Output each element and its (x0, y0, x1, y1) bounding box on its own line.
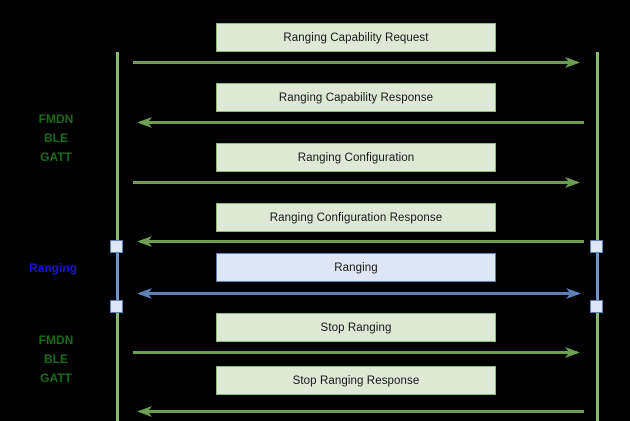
message-label: Ranging Capability Response (278, 91, 434, 104)
message-box-ranging-capability-request: Ranging Capability Request (216, 23, 496, 52)
message-arrow-stop-ranging-response (134, 405, 584, 418)
side-label-line: Ranging (29, 261, 77, 275)
message-box-ranging-configuration-response: Ranging Configuration Response (216, 203, 496, 232)
side-label-line: FMDN (38, 112, 74, 126)
message-box-stop-ranging-response: Stop Ranging Response (216, 366, 496, 395)
side-label-top-protocol: FMDN BLE GATT (22, 110, 90, 167)
lifeline-right-lower (596, 300, 599, 421)
message-arrow-ranging-capability-request (133, 56, 583, 69)
lifeline-right (596, 52, 599, 246)
activation-marker-right-start (590, 240, 603, 253)
side-label-line: GATT (40, 371, 72, 385)
side-label-line: BLE (44, 352, 68, 366)
message-arrow-ranging (134, 287, 584, 300)
message-arrow-stop-ranging (133, 346, 583, 359)
activation-marker-right-end (590, 300, 603, 313)
message-arrow-ranging-capability-response (134, 116, 584, 129)
activation-marker-left-end (110, 300, 123, 313)
message-label: Stop Ranging (320, 321, 392, 334)
lifeline-right-ranging (596, 248, 599, 304)
message-arrow-ranging-configuration (133, 176, 583, 189)
message-box-ranging: Ranging (216, 253, 496, 282)
message-label: Ranging Configuration (297, 151, 415, 164)
side-label-line: GATT (40, 150, 72, 164)
message-label: Ranging (334, 261, 378, 274)
side-label-line: FMDN (38, 333, 74, 347)
side-label-bottom-protocol: FMDN BLE GATT (22, 331, 90, 388)
side-label-line: BLE (44, 131, 68, 145)
side-label-ranging: Ranging (29, 259, 109, 278)
message-box-ranging-configuration: Ranging Configuration (216, 143, 496, 172)
message-label: Ranging Capability Request (283, 31, 429, 44)
message-label: Ranging Configuration Response (269, 211, 443, 224)
lifeline-left-ranging (116, 248, 119, 304)
message-box-ranging-capability-response: Ranging Capability Response (216, 83, 496, 112)
lifeline-left-lower (116, 300, 119, 421)
activation-marker-left-start (110, 240, 123, 253)
lifeline-left (116, 52, 119, 246)
message-arrow-ranging-configuration-response (134, 235, 584, 248)
message-box-stop-ranging: Stop Ranging (216, 313, 496, 342)
message-label: Stop Ranging Response (292, 374, 420, 387)
